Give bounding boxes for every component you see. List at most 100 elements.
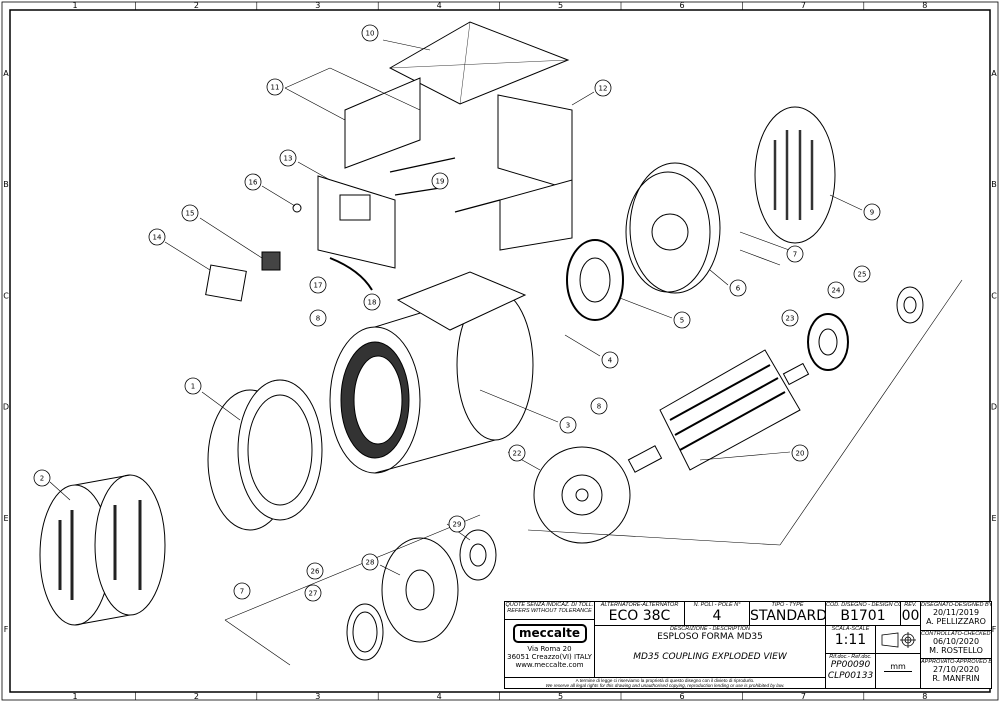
part-balloon-20: 20 xyxy=(791,444,809,462)
poles-label: N. POLI - POLE N° xyxy=(693,602,741,608)
column-label: 6 xyxy=(679,692,684,701)
svg-text:19: 19 xyxy=(436,178,445,186)
part-balloon-7: 7 xyxy=(233,582,251,600)
svg-text:4: 4 xyxy=(608,357,613,365)
ref-label: Rif.doc.- Ref.doc. xyxy=(829,654,872,660)
part-balloon-14: 14 xyxy=(148,228,166,246)
ref-1: PP00090 xyxy=(830,660,871,670)
designed-by: A. PELLIZZARO xyxy=(926,617,986,626)
website: www.meccalte.com xyxy=(515,661,584,669)
part-balloon-12: 12 xyxy=(594,79,612,97)
column-label: 7 xyxy=(801,692,806,701)
svg-text:26: 26 xyxy=(311,568,320,576)
svg-text:7: 7 xyxy=(240,588,244,596)
svg-text:27: 27 xyxy=(309,590,318,598)
rights-en: We reserve all legal rights for this dra… xyxy=(545,683,785,688)
checked-label: CONTROLLATO-CHECKED BY xyxy=(921,631,991,637)
svg-text:14: 14 xyxy=(153,234,162,242)
description-label: DESCRIZIONE - DESCRIPTION xyxy=(669,626,751,632)
part-balloon-27: 27 xyxy=(304,584,322,602)
part-balloon-4: 4 xyxy=(601,351,619,369)
svg-text:10: 10 xyxy=(366,30,375,38)
svg-text:17: 17 xyxy=(314,282,323,290)
svg-text:9: 9 xyxy=(870,209,874,217)
column-label: 7 xyxy=(801,1,806,10)
row-label: B xyxy=(3,180,9,189)
design-code-label: COD. DISEGNO - DESIGN COD. xyxy=(826,602,901,608)
column-label: 5 xyxy=(558,692,563,701)
column-label: 1 xyxy=(72,1,77,10)
column-label: 8 xyxy=(922,692,927,701)
svg-text:23: 23 xyxy=(786,315,795,323)
part-balloon-11: 11 xyxy=(266,78,284,96)
part-balloon-1: 1 xyxy=(184,377,202,395)
svg-text:6: 6 xyxy=(736,285,741,293)
column-label: 6 xyxy=(679,1,684,10)
row-label: F xyxy=(4,625,9,634)
row-label: D xyxy=(3,403,9,412)
column-label: 8 xyxy=(922,1,927,10)
address-line-2: 36051 Creazzo(VI) ITALY xyxy=(507,653,592,661)
row-label: F xyxy=(992,625,997,634)
type-label: TIPO - TYPE xyxy=(771,602,804,608)
part-balloon-13: 13 xyxy=(279,149,297,167)
row-label: E xyxy=(991,514,996,523)
column-label: 1 xyxy=(72,692,77,701)
svg-text:3: 3 xyxy=(566,422,570,430)
svg-text:24: 24 xyxy=(832,287,841,295)
units: mm xyxy=(884,662,912,672)
row-label: C xyxy=(991,291,997,300)
checked-by: M. ROSTELLO xyxy=(929,646,983,655)
part-balloon-28: 28 xyxy=(361,553,379,571)
part-balloon-25: 25 xyxy=(853,265,871,283)
svg-text:11: 11 xyxy=(271,84,280,92)
row-label: B xyxy=(991,180,997,189)
row-label: A xyxy=(3,69,9,78)
part-balloon-17: 17 xyxy=(309,276,327,294)
ref-2: CLP00133 xyxy=(827,671,874,681)
row-label: C xyxy=(3,291,9,300)
svg-text:2: 2 xyxy=(40,475,44,483)
svg-text:15: 15 xyxy=(186,210,195,218)
part-balloon-10: 10 xyxy=(361,24,379,42)
part-balloon-3: 3 xyxy=(559,416,577,434)
svg-text:12: 12 xyxy=(599,85,608,93)
rev-label: REV. xyxy=(904,602,917,608)
scale-value: 1:11 xyxy=(834,632,867,648)
svg-text:5: 5 xyxy=(680,317,684,325)
svg-text:7: 7 xyxy=(793,251,797,259)
svg-text:20: 20 xyxy=(796,450,805,458)
svg-text:18: 18 xyxy=(368,299,377,307)
part-balloon-6: 6 xyxy=(729,279,747,297)
rev-value: 00 xyxy=(901,608,920,624)
part-balloon-18: 18 xyxy=(363,293,381,311)
part-balloon-19: 19 xyxy=(431,172,449,190)
address-line-1: Via Roma 20 xyxy=(527,645,572,653)
svg-text:1: 1 xyxy=(191,383,195,391)
svg-text:16: 16 xyxy=(249,179,258,187)
part-balloon-7: 7 xyxy=(786,245,804,263)
description-it: ESPLOSO FORMA MD35 xyxy=(657,632,763,642)
svg-text:8: 8 xyxy=(597,403,601,411)
design-code-value: B1701 xyxy=(840,608,886,624)
approved-label: APPROVATO-APPROVED BY xyxy=(921,659,991,665)
rights-it: A termine di legge ci riserviamo la prop… xyxy=(575,678,755,683)
part-balloon-8: 8 xyxy=(309,309,327,327)
svg-text:29: 29 xyxy=(453,521,462,529)
svg-text:28: 28 xyxy=(366,559,375,567)
svg-text:22: 22 xyxy=(513,450,522,458)
scale-label: SCALA-SCALE xyxy=(831,626,870,632)
part-balloon-16: 16 xyxy=(244,173,262,191)
tolerance-en: REFERS WITHOUT TOLERANCE xyxy=(507,608,592,614)
alternator-label: ALTERNATORE-ALTERNATOR xyxy=(600,602,679,608)
projection-symbol-icon xyxy=(881,632,916,648)
title-block: QUOTE SENZA INDICAZ. DI TOLL. REFERS WIT… xyxy=(504,601,992,689)
row-label: D xyxy=(991,403,997,412)
row-label: E xyxy=(3,514,8,523)
checked-date: 06/10/2020 xyxy=(932,637,980,646)
alternator-value: ECO 38C xyxy=(608,608,671,624)
svg-text:13: 13 xyxy=(284,155,293,163)
designed-date: 20/11/2019 xyxy=(932,608,980,617)
column-label: 3 xyxy=(315,1,320,10)
